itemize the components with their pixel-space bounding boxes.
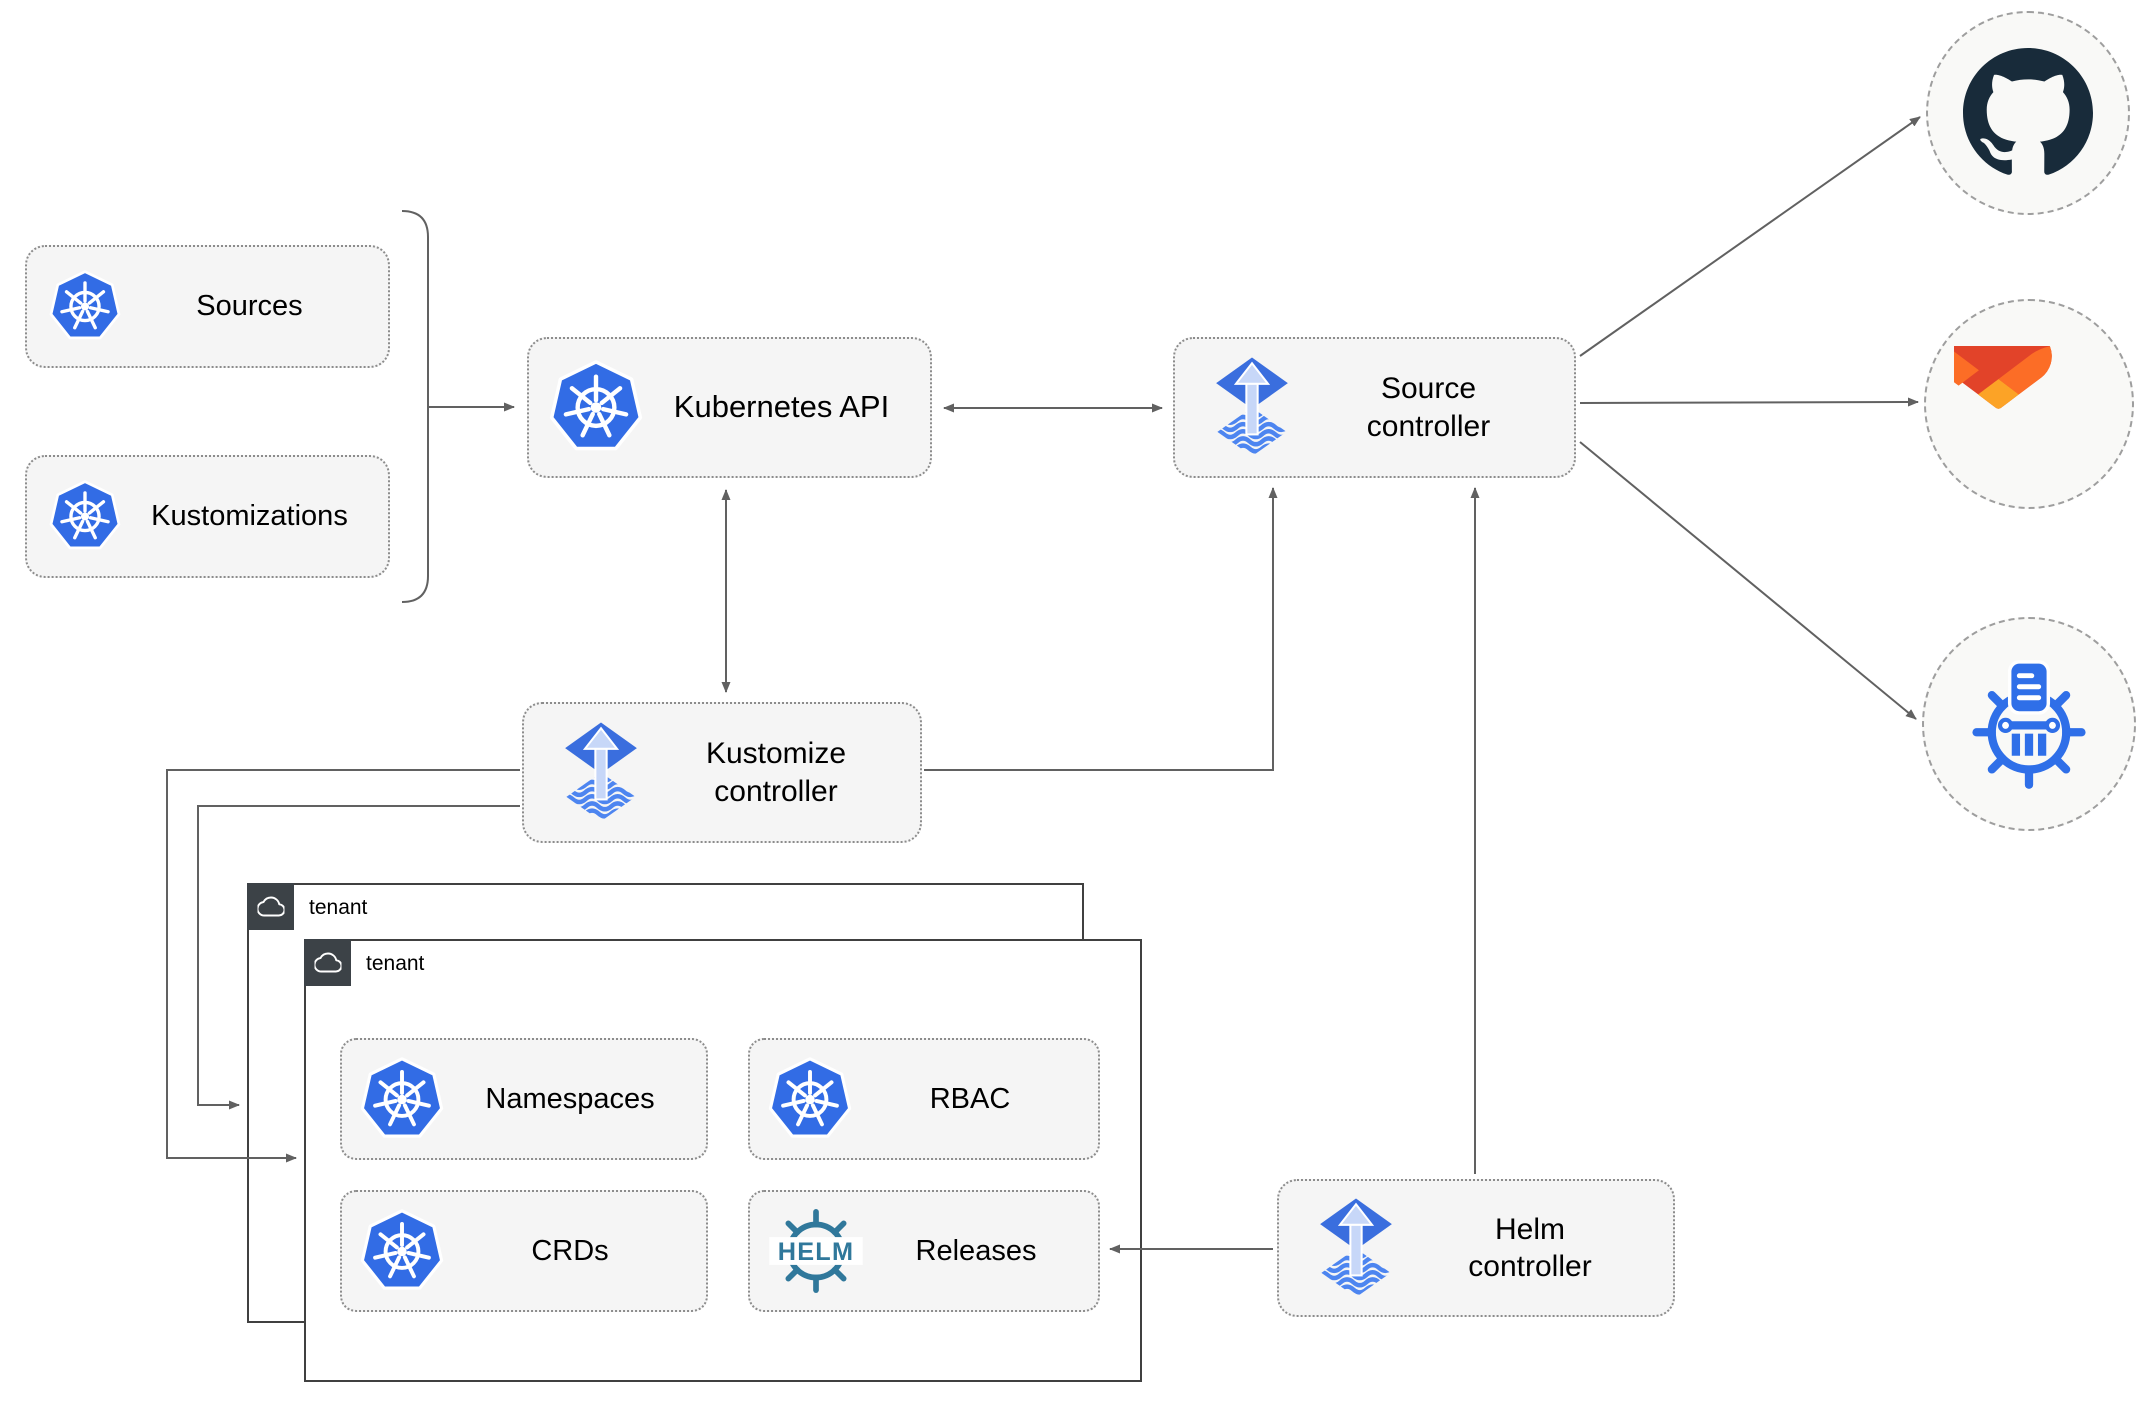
label-line1: Helm [1494, 1212, 1565, 1246]
gitlab-icon [1954, 346, 2104, 463]
cloud-icon [256, 893, 286, 920]
kubernetes-icon [768, 1056, 852, 1143]
kubernetes-icon [49, 269, 121, 344]
node-namespaces: Namespaces [340, 1038, 708, 1160]
node-releases: HELM Releases [748, 1190, 1100, 1312]
helm-logo-text: HELM [778, 1238, 855, 1266]
kubernetes-icon [360, 1056, 444, 1143]
node-kustomizations: Kustomizations [25, 455, 390, 578]
node-rbac-label: RBAC [929, 1082, 1011, 1115]
flux-icon [1315, 1197, 1397, 1300]
tenant-label: tenant [366, 952, 425, 975]
flux-icon [560, 721, 642, 824]
node-sources-label: Sources [196, 290, 303, 323]
flux-icon [1211, 356, 1293, 459]
tenant-box-front: tenant [304, 939, 1142, 1382]
node-releases-label: Releases [915, 1234, 1037, 1267]
edge-bracket-sources-kustomizations [401, 210, 429, 603]
node-kustomizations-label: Kustomizations [151, 500, 348, 533]
label-line1: Source [1380, 372, 1477, 405]
tenant-badge [247, 883, 294, 930]
node-kustomize-controller: Kustomize controller [522, 702, 922, 843]
node-crds: CRDs [340, 1190, 708, 1312]
label-line2: controller [714, 774, 838, 808]
node-namespaces-label: Namespaces [485, 1082, 655, 1115]
node-rbac: RBAC [748, 1038, 1100, 1160]
node-source-controller-label: Source controller [1293, 370, 1574, 445]
tenant-label: tenant [309, 896, 368, 919]
label-line2: controller [1366, 409, 1491, 443]
node-crds-label: CRDs [531, 1234, 609, 1267]
gitlab-node [1924, 299, 2134, 509]
label-line2: controller [1468, 1250, 1592, 1283]
chartmuseum-helm-repository-icon [1960, 655, 2098, 793]
node-source-controller: Source controller [1173, 337, 1576, 478]
github-icon [1963, 48, 2093, 178]
label-line1: Kustomize [705, 737, 847, 770]
edge-kustomize-controller-to-source-controller [924, 487, 1278, 771]
node-sources: Sources [25, 245, 390, 368]
cloud-icon [313, 949, 343, 976]
chartmuseum-node [1922, 617, 2136, 831]
helm-icon: HELM [768, 1203, 864, 1299]
kubernetes-icon [49, 479, 121, 554]
edge-source-controller-to-chartmuseum [1579, 441, 1917, 720]
tenant-badge [304, 939, 351, 986]
node-kubernetes-api-label: Kubernetes API [673, 389, 890, 425]
node-kubernetes-api: Kubernetes API [527, 337, 932, 478]
edge-source-controller-to-gitlab [1579, 397, 1919, 407]
node-helm-controller: Helm controller [1277, 1179, 1675, 1317]
node-helm-controller-label: Helm controller [1397, 1211, 1673, 1286]
edge-source-controller-to-github [1579, 116, 1921, 357]
kubernetes-icon [549, 359, 643, 456]
node-kustomize-controller-label: Kustomize controller [642, 735, 920, 810]
kubernetes-icon [360, 1208, 444, 1295]
github-node [1926, 11, 2130, 215]
